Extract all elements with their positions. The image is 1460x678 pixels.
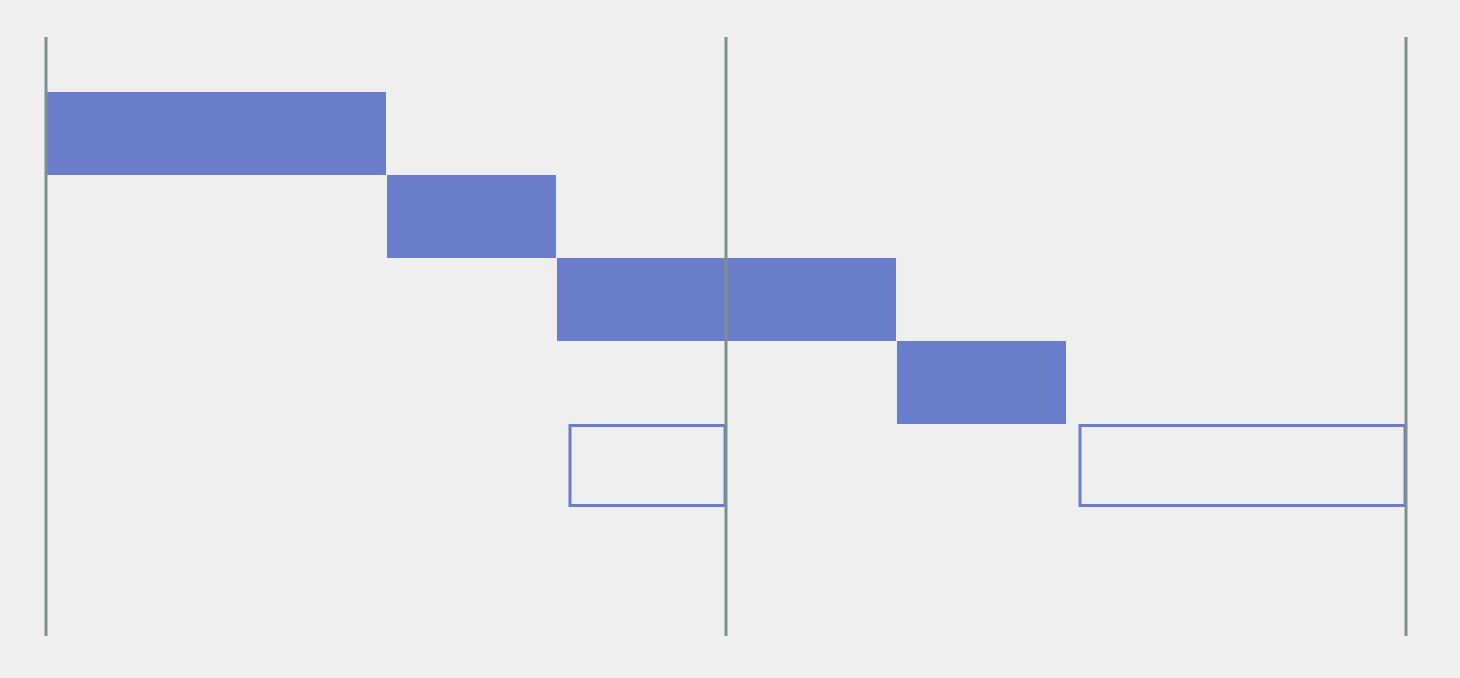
timeline-bar-filled [727, 258, 896, 341]
timeline-bar-filled [387, 175, 556, 258]
timeline-bar-filled [47, 92, 386, 175]
timeline-bar-filled [557, 258, 726, 341]
timeline-bar-outline [1078, 424, 1407, 507]
timeline-bar-outline [568, 424, 727, 507]
timeline-bar-filled [897, 341, 1066, 424]
